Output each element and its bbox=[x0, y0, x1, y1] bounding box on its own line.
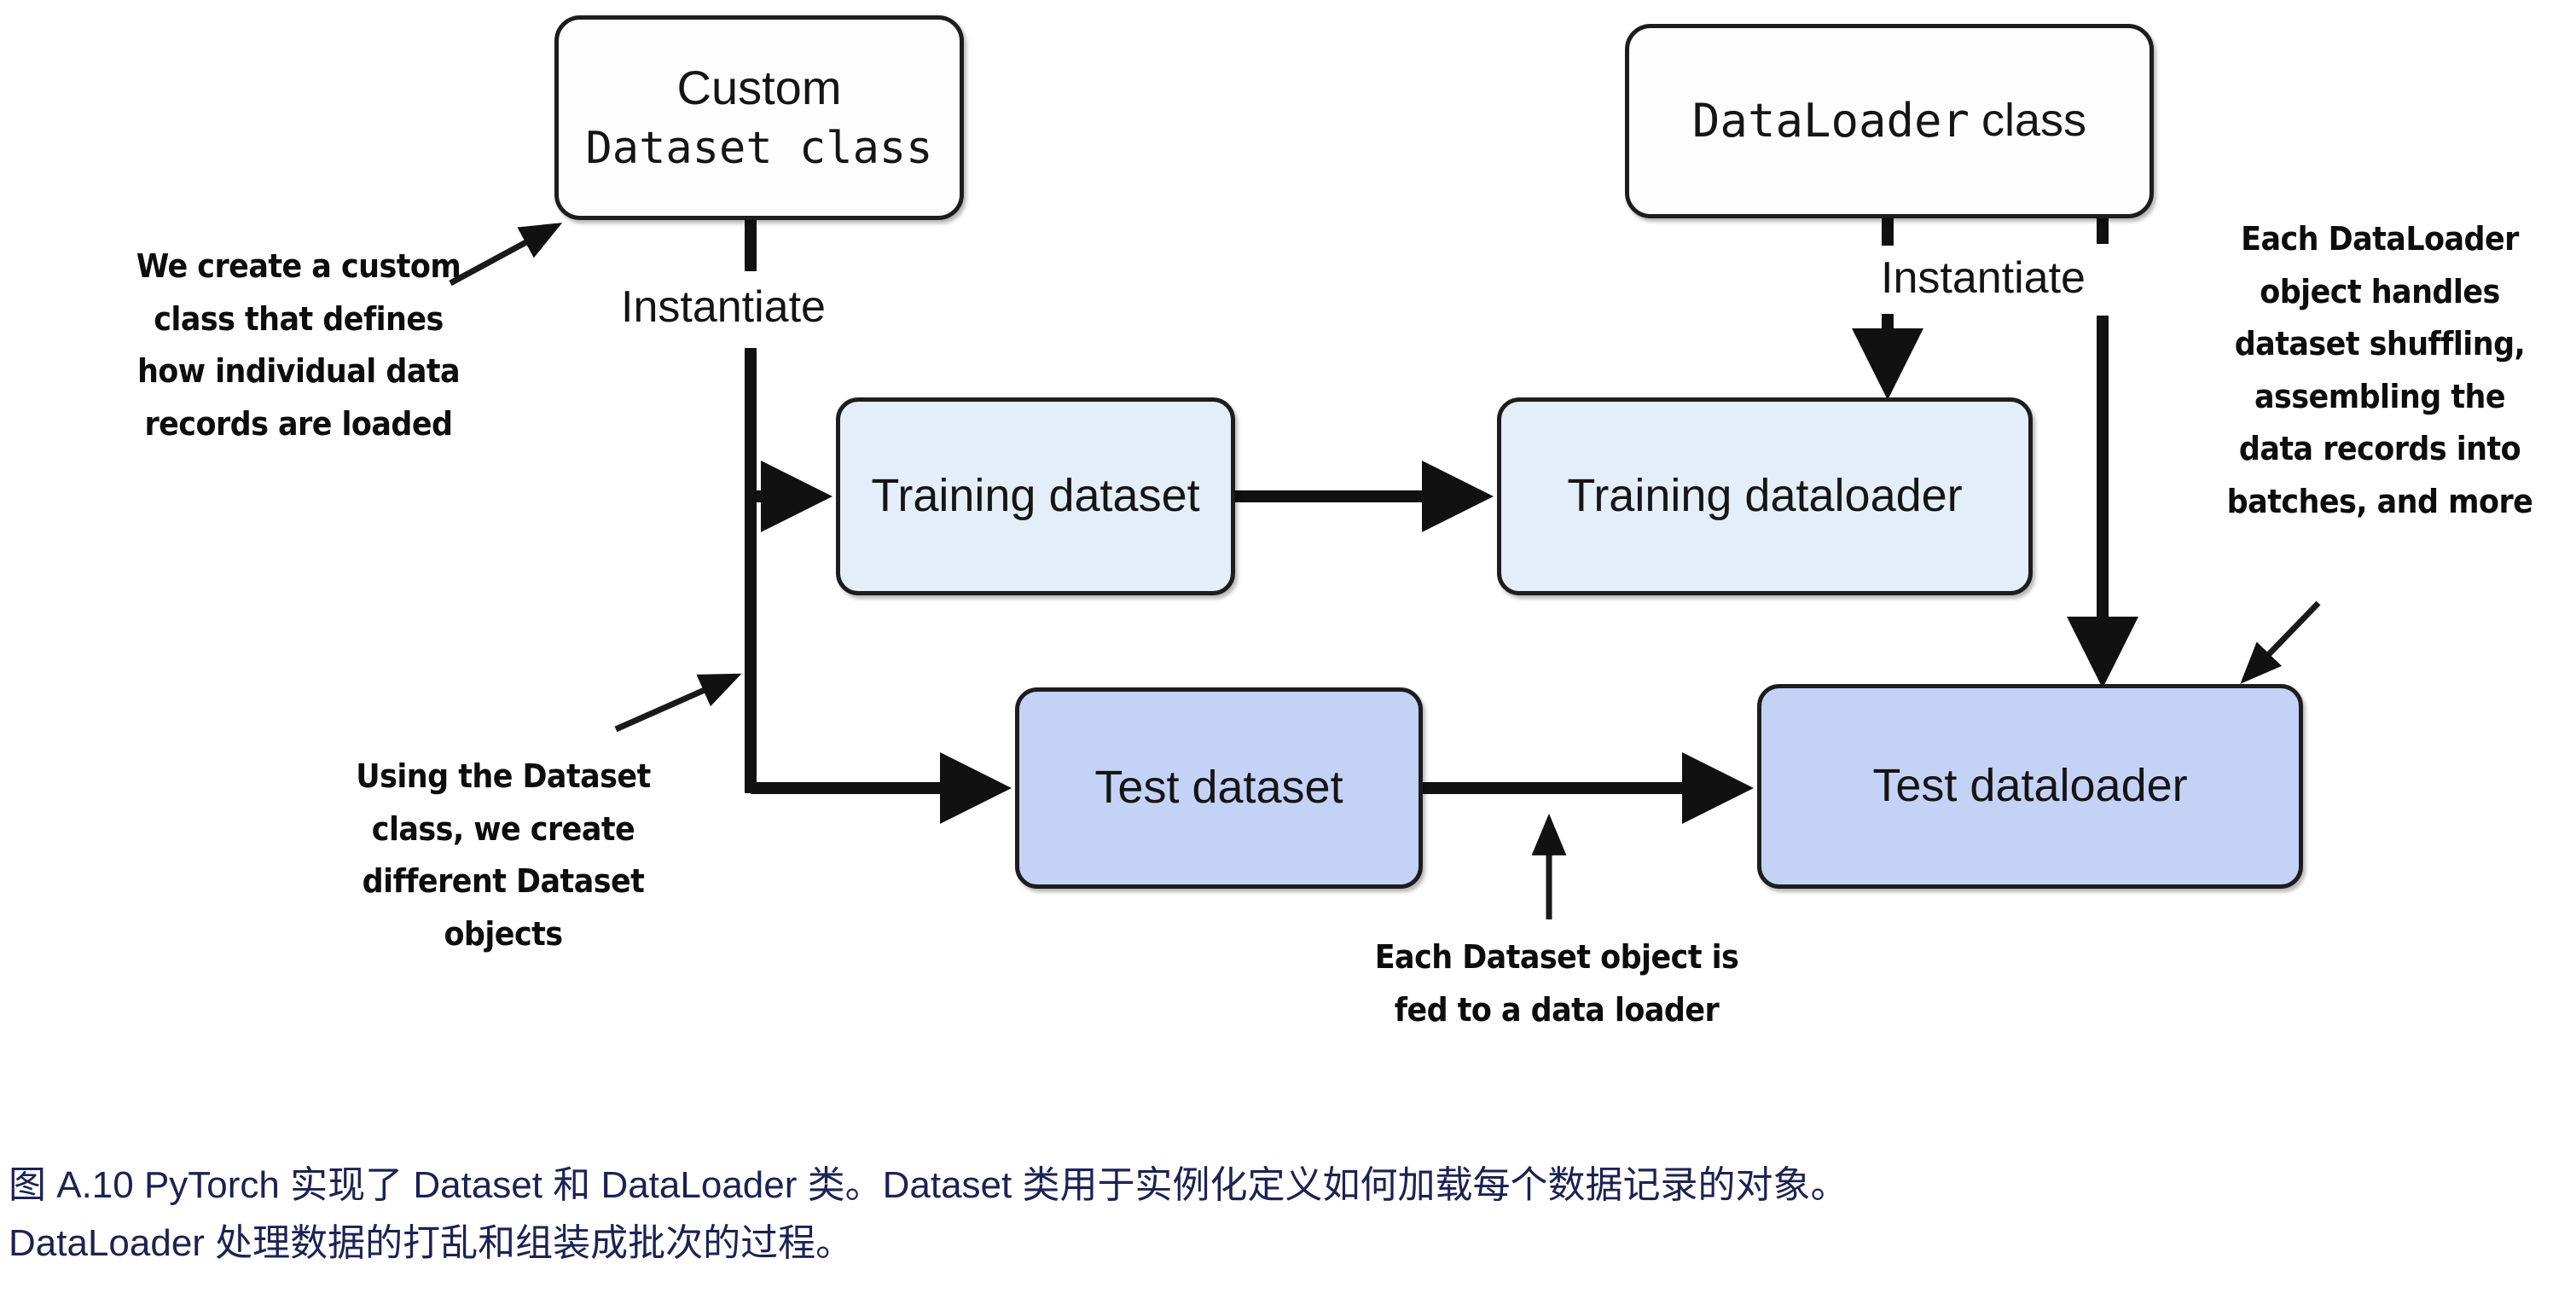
figure-caption-line-2: DataLoader 处理数据的打乱和组装成批次的过程。 bbox=[9, 1222, 854, 1265]
figure-caption: 图 A.10 PyTorch 实现了 Dataset 和 DataLoader … bbox=[9, 1157, 2559, 1273]
edge-label-instantiate-left: Instantiate bbox=[621, 282, 826, 332]
node-dataloader-class[interactable]: DataLoader class bbox=[1625, 24, 2154, 218]
node-training-dataloader[interactable]: Training dataloader bbox=[1497, 397, 2033, 595]
pointer-using-dataset-class bbox=[614, 673, 742, 733]
node-custom-dataset-class-line2: Dataset class bbox=[585, 123, 933, 175]
node-test-dataset-label: Test dataset bbox=[1094, 762, 1343, 814]
pointer-create-custom-class bbox=[449, 223, 563, 287]
figure-caption-line-1: 图 A.10 PyTorch 实现了 Dataset 和 DataLoader … bbox=[9, 1164, 1848, 1206]
node-test-dataloader-label: Test dataloader bbox=[1872, 760, 2188, 812]
node-test-dataset[interactable]: Test dataset bbox=[1015, 687, 1423, 889]
node-training-dataloader-label: Training dataloader bbox=[1567, 470, 1963, 522]
node-dataloader-class-mono: DataLoader bbox=[1691, 94, 1970, 148]
pointer-each-dataloader-object bbox=[2240, 600, 2321, 684]
node-training-dataset-label: Training dataset bbox=[871, 470, 1200, 522]
node-test-dataloader[interactable]: Test dataloader bbox=[1757, 684, 2303, 889]
annotation-create-custom-class: We create a custom class that defines ho… bbox=[136, 247, 461, 443]
annotation-using-dataset-class: Using the Dataset class, we create diffe… bbox=[356, 757, 651, 953]
node-custom-dataset-class[interactable]: Custom Dataset class bbox=[554, 15, 964, 220]
edge-label-instantiate-right: Instantiate bbox=[1881, 253, 2086, 303]
annotation-each-dataset-object: Each Dataset object is fed to a data loa… bbox=[1374, 938, 1739, 1029]
annotation-each-dataloader-object: Each DataLoader object handles dataset s… bbox=[2226, 220, 2533, 520]
node-training-dataset[interactable]: Training dataset bbox=[836, 397, 1235, 595]
node-custom-dataset-class-line1: Custom bbox=[676, 61, 842, 115]
node-dataloader-class-sans: class bbox=[1981, 95, 2087, 147]
